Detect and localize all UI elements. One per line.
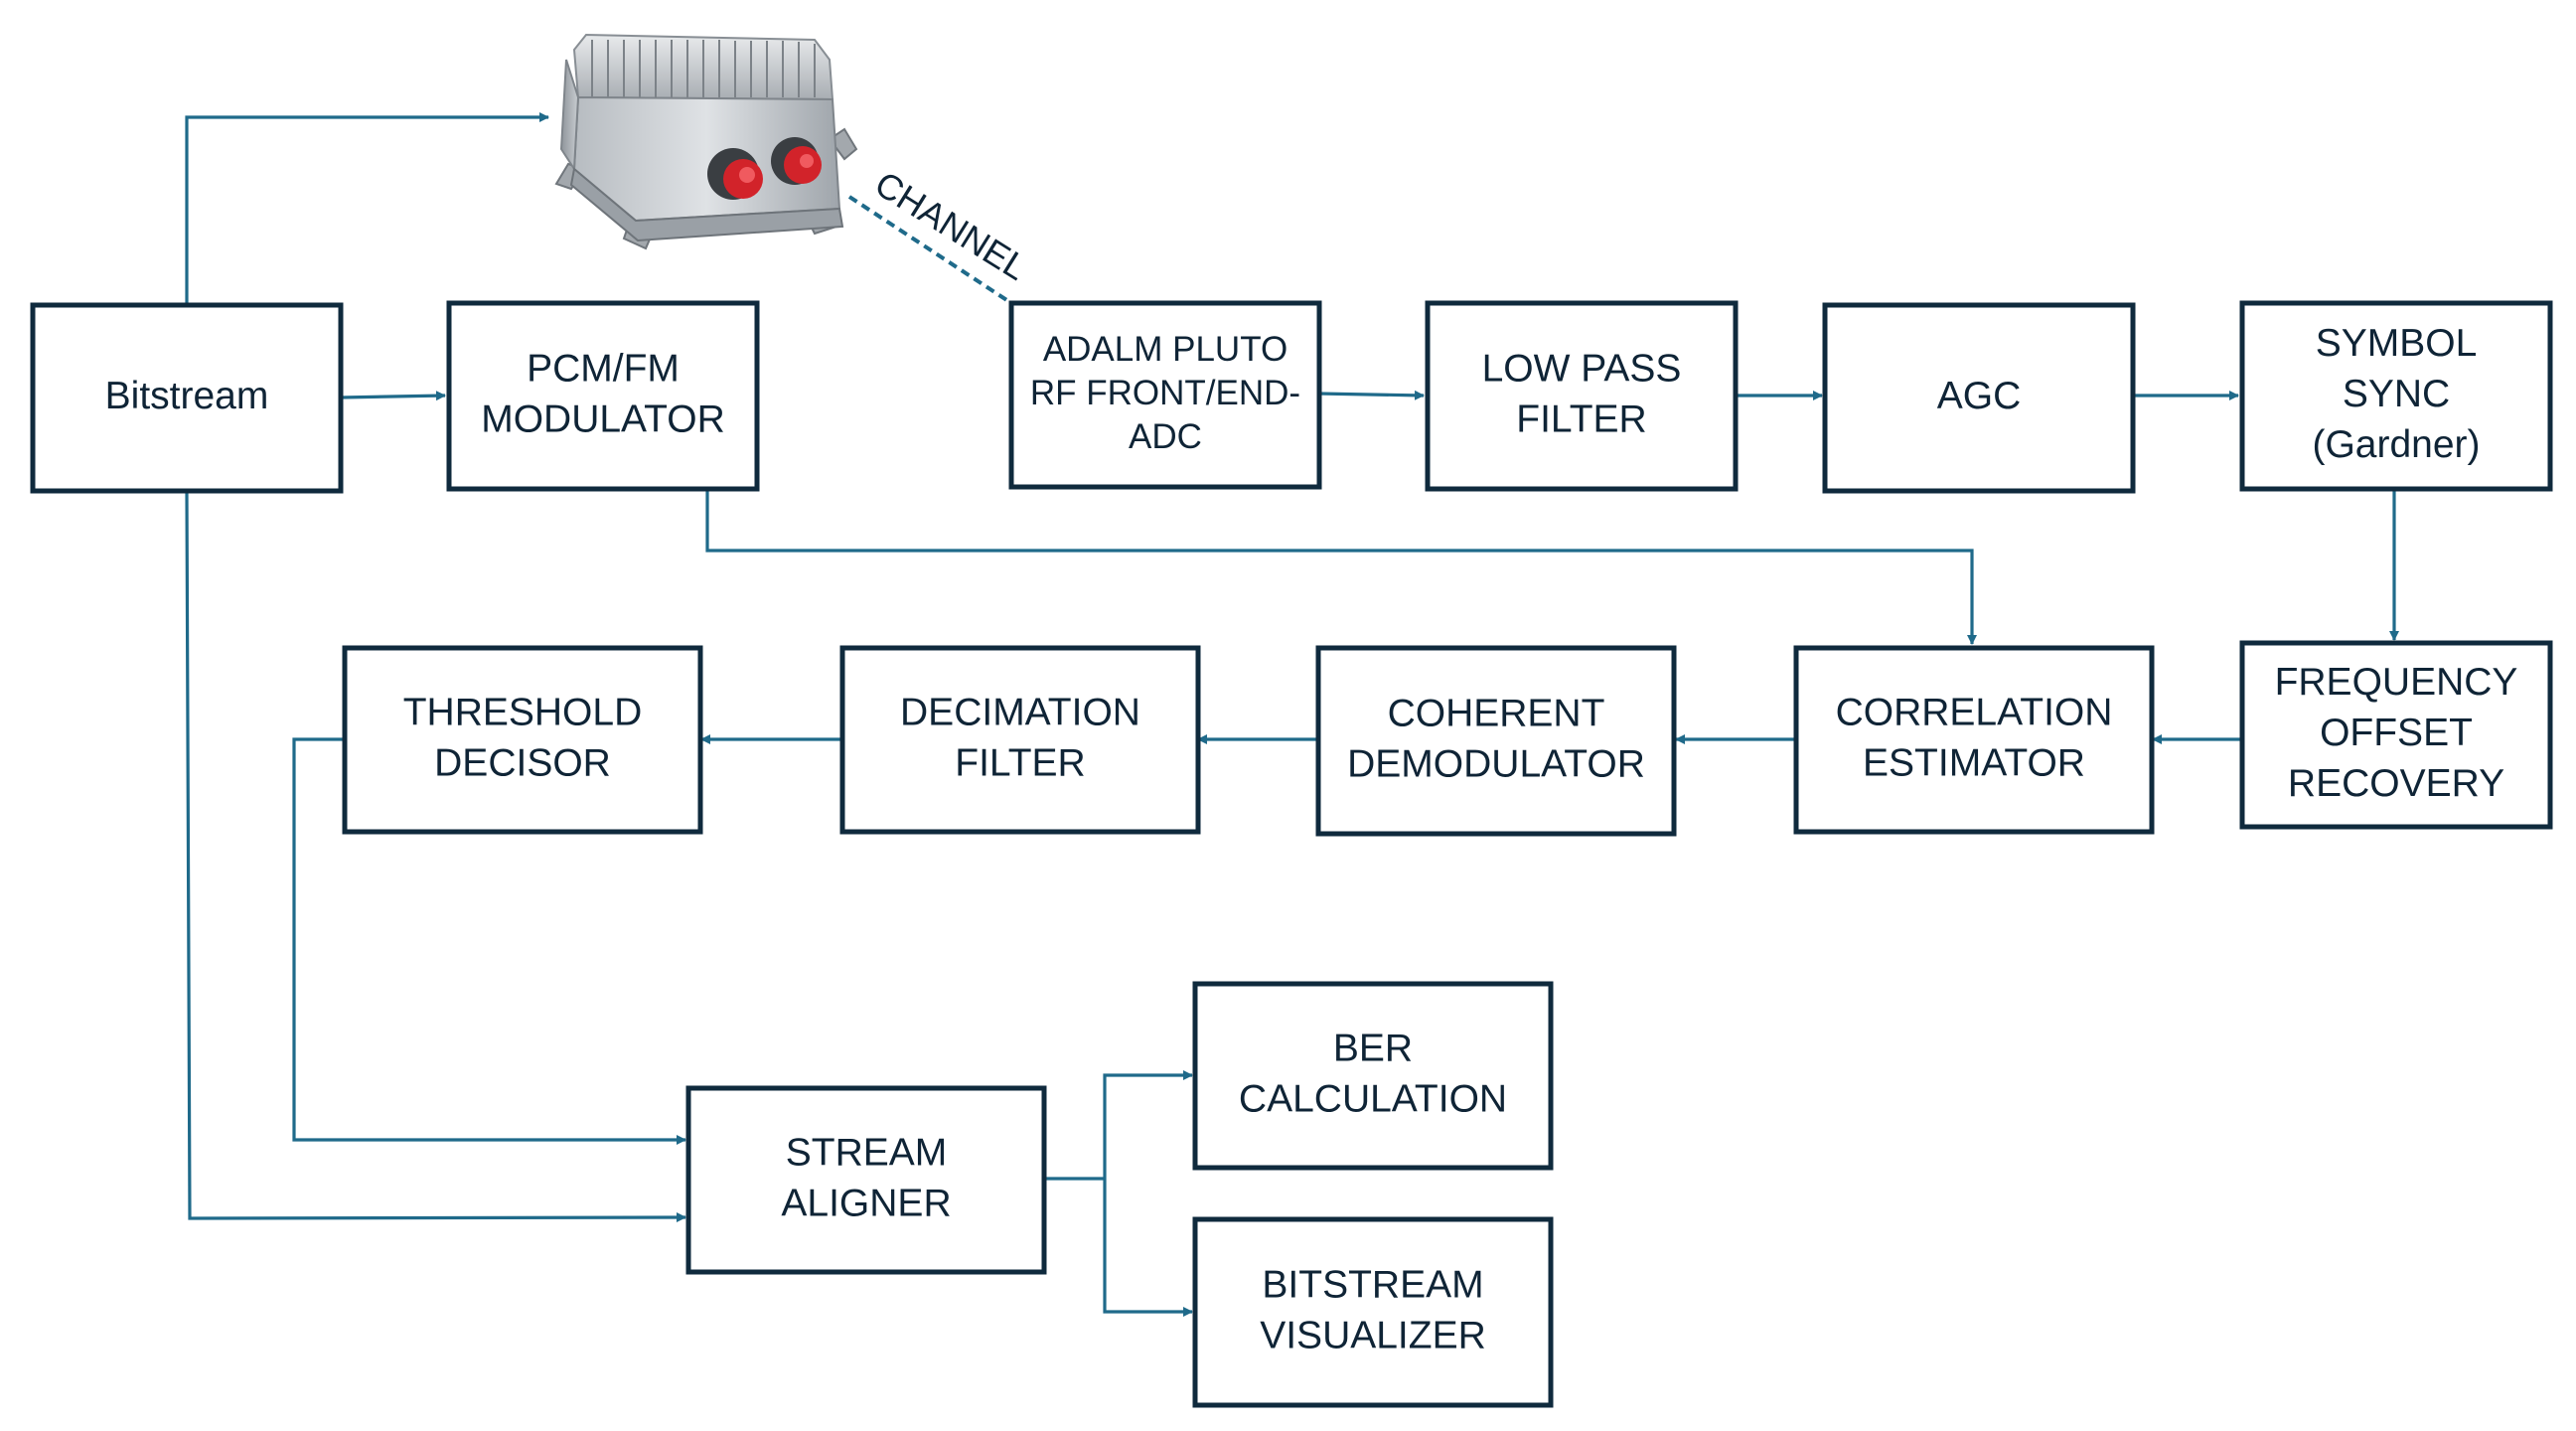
arrow-threshold-to-aligner: [292, 737, 686, 1145]
block-label-line: THRESHOLD: [403, 691, 643, 733]
block-label-line: RF FRONT/END-: [1030, 374, 1300, 412]
arrow-aligner-to-visualizer: [1103, 1179, 1193, 1317]
arrow-bitstream-to-device: [185, 112, 549, 303]
rf-connector-icon: [707, 148, 763, 200]
block-label-line: CORRELATION: [1836, 691, 2113, 733]
connectors: [185, 112, 2399, 1317]
correlation-estimator-block: CORRELATION ESTIMATOR: [1793, 645, 2155, 835]
block-label-line: FREQUENCY: [2275, 661, 2518, 704]
low-pass-filter-block: LOW PASS FILTER: [1425, 300, 1739, 492]
block-label-line: Bitstream: [105, 375, 269, 417]
arrow-modulator-to-correlation: [705, 489, 1977, 645]
bitstream-block: Bitstream: [30, 302, 344, 494]
block-label-line: ALIGNER: [781, 1182, 951, 1224]
block-label-line: SYMBOL: [2316, 322, 2478, 365]
agc-block: AGC: [1822, 302, 2136, 494]
block-label-line: BITSTREAM: [1262, 1263, 1483, 1306]
channel-link: [847, 195, 1013, 305]
block-label-line: BER: [1333, 1027, 1413, 1069]
arrow-pluto-to-lowpass: [1317, 390, 1425, 400]
stream-aligner-block: STREAM ALIGNER: [685, 1085, 1047, 1275]
arrow-aligner-to-ber: [1103, 1070, 1193, 1179]
block-label-line: RECOVERY: [2288, 762, 2504, 805]
bitstream-visualizer-block: BITSTREAM VISUALIZER: [1192, 1216, 1554, 1408]
frequency-offset-recovery-block: FREQUENCY OFFSET RECOVERY: [2239, 640, 2553, 830]
block-label-line: AGC: [1937, 375, 2022, 417]
block-label-line: OFFSET: [2320, 712, 2473, 754]
block-label-line: DECISOR: [434, 741, 611, 784]
block-label-line: DECIMATION: [900, 691, 1140, 733]
threshold-decisor-block: THRESHOLD DECISOR: [342, 645, 703, 835]
arrow-bitstream-to-modulator: [340, 391, 446, 401]
block-label-line: STREAM: [786, 1131, 948, 1174]
block-label-line: VISUALIZER: [1260, 1314, 1486, 1356]
block-label-line: COHERENT: [1388, 692, 1605, 734]
block-label-line: FILTER: [1516, 398, 1646, 440]
rf-connector-icon: [771, 137, 822, 185]
block-label-line: FILTER: [955, 741, 1085, 784]
radio-transceiver-icon: [554, 33, 858, 250]
arrow-bitstream-to-aligner: [185, 491, 686, 1223]
block-label-line: PCM/FM: [527, 347, 680, 390]
block-label-line: ADC: [1129, 417, 1202, 456]
block-label-line: DEMODULATOR: [1347, 742, 1645, 785]
block-label-line: MODULATOR: [481, 398, 725, 440]
block-label-line: LOW PASS: [1482, 347, 1682, 390]
block-label-line: ADALM PLUTO: [1043, 330, 1288, 369]
block-label-line: ESTIMATOR: [1863, 741, 2085, 784]
block-label-line: (Gardner): [2312, 423, 2480, 466]
ber-calculation-block: BER CALCULATION: [1192, 981, 1554, 1171]
pcm-fm-modulator-block: PCM/FM MODULATOR: [446, 300, 760, 492]
decimation-filter-block: DECIMATION FILTER: [839, 645, 1201, 835]
block-label-line: CALCULATION: [1239, 1077, 1507, 1120]
blocks: Bitstream PCM/FM MODULATOR ADALM PLUTO RF …: [30, 300, 2553, 1408]
block-label-line: SYNC: [2343, 373, 2450, 415]
adalm-pluto-block: ADALM PLUTO RF FRONT/END- ADC: [1008, 300, 1322, 490]
coherent-demodulator-block: COHERENT DEMODULATOR: [1315, 645, 1677, 837]
symbol-sync-block: SYMBOL SYNC (Gardner): [2239, 300, 2553, 492]
